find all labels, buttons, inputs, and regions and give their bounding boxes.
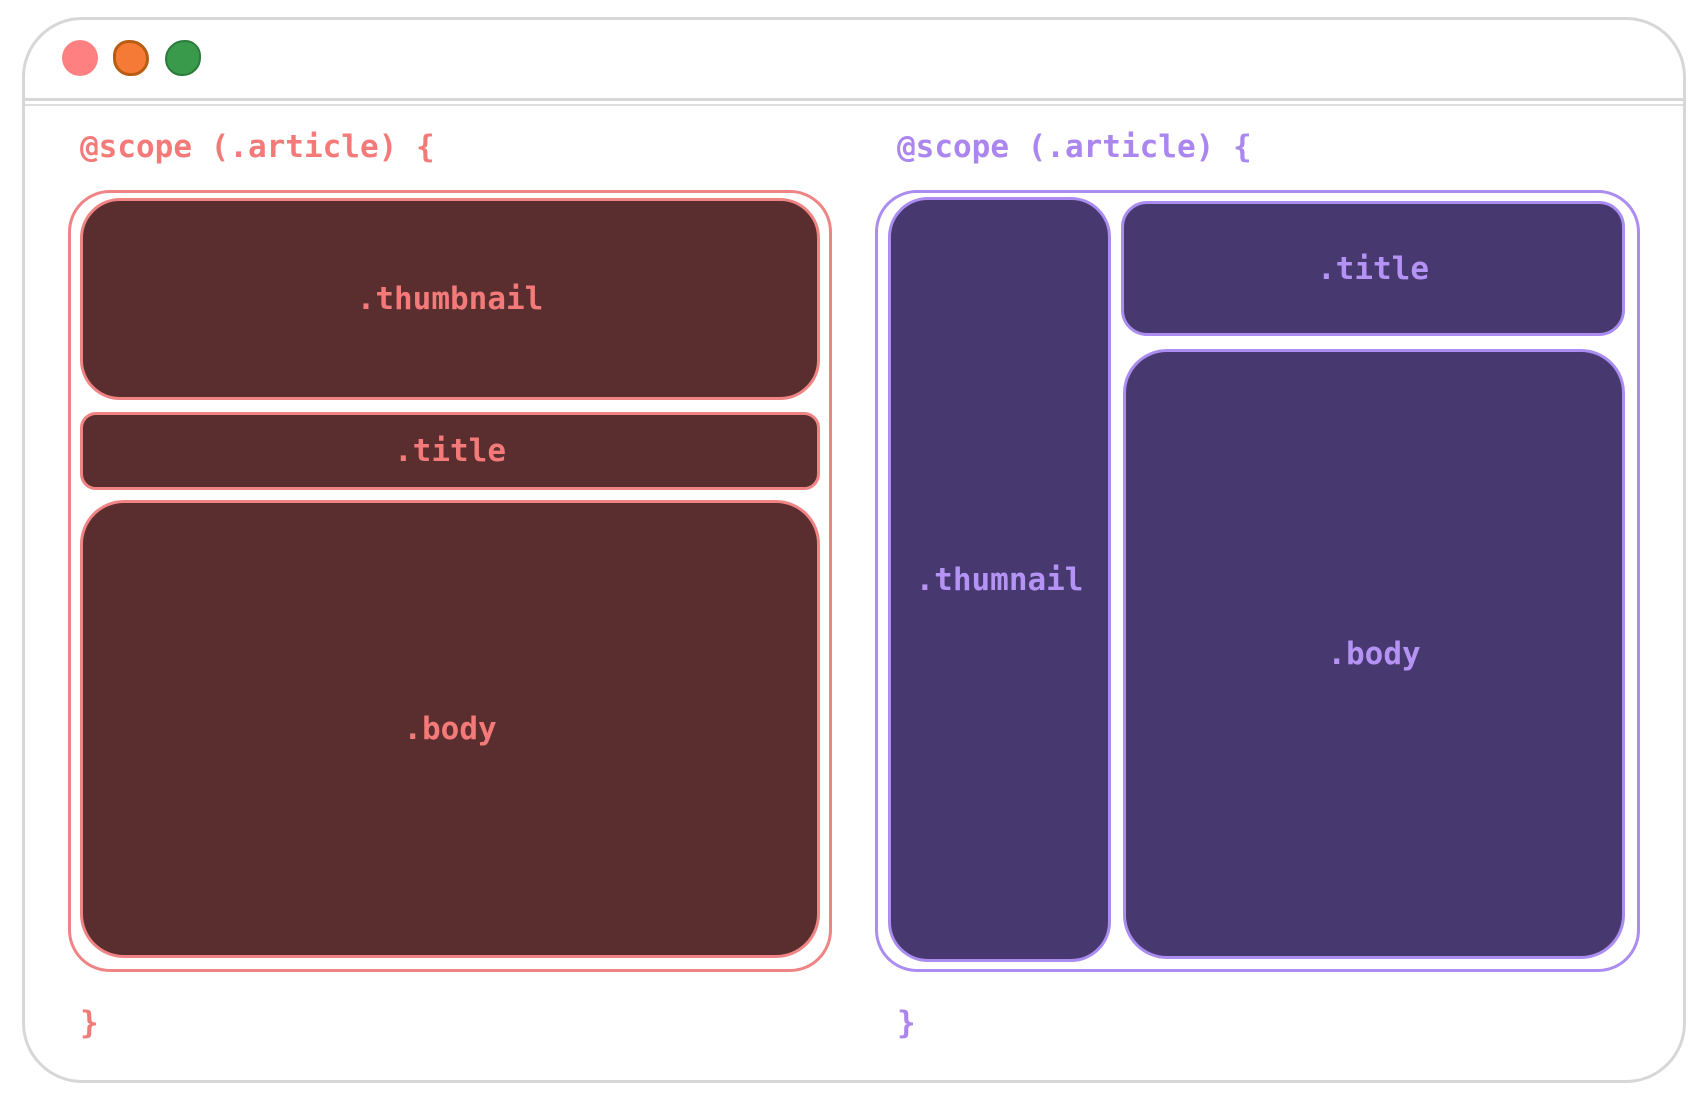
titlebar-divider-secondary — [25, 104, 1683, 106]
right-title-box: .title — [1121, 201, 1625, 336]
left-thumbnail-label: .thumbnail — [356, 281, 544, 317]
left-thumbnail-box: .thumbnail — [80, 198, 820, 400]
maximize-dot-icon[interactable] — [165, 40, 201, 76]
left-title-label: .title — [394, 433, 506, 469]
right-scope-close: } — [897, 1005, 916, 1041]
left-body-box: .body — [80, 500, 820, 958]
left-article-frame — [68, 190, 832, 972]
titlebar-divider — [25, 98, 1683, 101]
close-dot-icon[interactable] — [62, 40, 98, 76]
right-body-label: .body — [1327, 636, 1421, 672]
left-scope-open: @scope (.article) { — [80, 129, 435, 165]
right-scope-open: @scope (.article) { — [897, 129, 1252, 165]
left-body-label: .body — [403, 711, 497, 747]
left-title-box: .title — [80, 412, 820, 490]
minimize-dot-icon[interactable] — [113, 40, 149, 76]
right-thumbnail-box: .thumnail — [888, 197, 1111, 962]
left-scope-close: } — [80, 1005, 99, 1041]
right-title-label: .title — [1317, 250, 1429, 287]
right-body-box: .body — [1123, 349, 1625, 959]
right-article-frame — [875, 190, 1640, 972]
right-thumbnail-label: .thumnail — [915, 561, 1084, 598]
